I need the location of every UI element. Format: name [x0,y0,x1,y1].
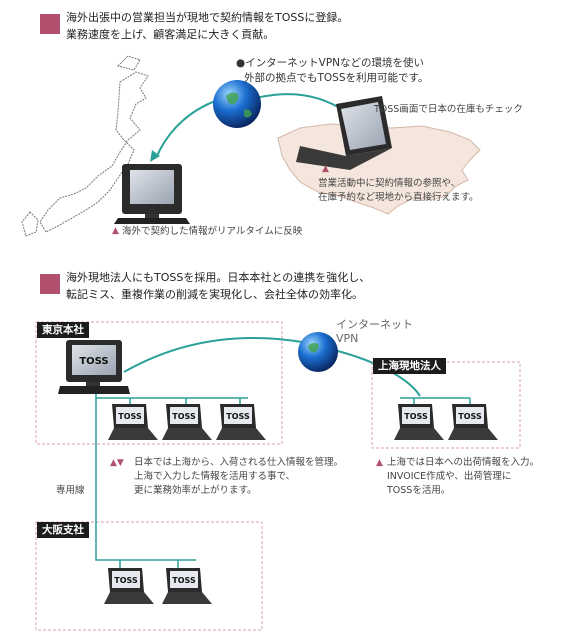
tokyo-note-line2: 上海で入力した情報を活用する事で、 [134,471,296,482]
tokyo-note-line3: 更に業務効率が上がります。 [134,485,257,496]
toss-laptops: TOSS TOSS TOSS TOSS TOSS TOSS TOSS [104,404,498,604]
svg-text:TOSS: TOSS [79,356,108,367]
osaka-laptop: TOSS [104,568,154,604]
japan-map [21,55,149,237]
section2-marker [40,274,60,294]
section1-heading-line1: 海外出張中の営業担当が現地で契約情報をTOSSに登録。 [66,11,349,24]
laptop-screen-label: TOSS [226,412,250,421]
leased-line [95,398,196,568]
laptop-screen-label: TOSS [118,412,142,421]
shanghai-label: 上海現地法人 [373,358,446,374]
laptop-screen-label: TOSS [172,412,196,421]
vpn-globe-icon [298,332,338,372]
globe-icon [213,80,261,128]
japan-desktop-pc [114,164,190,224]
tokyo-laptop: TOSS [162,404,212,440]
shanghai-note-line1: 上海では日本への出荷情報を入力。 [387,457,540,468]
connection-tokyo-globe [123,336,303,373]
internet-note-line1: ●インターネットVPNなどの環境を使い [236,57,425,69]
osaka-box [35,521,263,631]
section1-heading-line2: 業務速度を上げ、顧客満足に大きく貢献。 [66,28,275,41]
laptop-screen-label: TOSS [172,576,196,585]
usa-note-marker: ▲ [322,164,329,174]
usa-map [277,123,481,215]
laptop-screen-label: TOSS [114,576,138,585]
osaka-label: 大阪支社 [37,522,89,538]
shanghai-note-line3: TOSSを活用。 [387,485,451,496]
usa-laptop [296,96,392,170]
section2-heading-line1: 海外現地法人にもTOSSを採用。日本本社との連携を強化し、 [66,271,371,284]
tokyo-note-marker: ▲▼ [110,458,124,468]
internet-vpn-label-line2: VPN [336,332,359,345]
arrow-head-japan [150,150,160,162]
shanghai-laptop: TOSS [394,404,444,440]
internet-vpn-label-line1: インターネット [336,318,413,331]
shanghai-note-line2: INVOICE作成や、出荷管理に [387,471,512,482]
osaka-laptop: TOSS [162,568,212,604]
japan-note-marker: ▲ [112,226,119,236]
section2-heading-line2: 転記ミス、重複作業の削減を実現化し、会社全体の効率化。 [66,288,363,301]
shanghai-lan [400,397,471,404]
tokyo-box [35,321,283,445]
connection-globe-usa [255,93,347,113]
shanghai-laptop: TOSS [448,404,498,440]
japan-note: 海外で契約した情報がリアルタイムに反映 [122,226,303,237]
tokyo-server-pc: TOSS [58,340,130,394]
tokyo-laptop: TOSS [216,404,266,440]
section1-marker [40,14,60,34]
laptop-caption: TOSS画面で日本の在庫もチェック [374,104,523,115]
usa-note-line1: 営業活動中に契約情報の参照や、 [318,178,461,189]
tokyo-label: 東京本社 [37,322,89,338]
tokyo-laptop: TOSS [108,404,158,440]
leased-line-label: 専用線 [56,485,85,496]
usa-note-line2: 在庫予約など現地から直接行えます。 [318,192,479,203]
internet-note-line2: 外部の拠点でもTOSSを利用可能です。 [244,72,429,84]
tokyo-note-line1: 日本では上海から、入荷される仕入情報を管理。 [134,457,344,468]
connection-globe-japan [155,99,219,159]
laptop-screen-label: TOSS [404,412,428,421]
shanghai-note-marker: ▲ [376,458,383,468]
shanghai-box [371,361,521,449]
laptop-screen-label: TOSS [458,412,482,421]
